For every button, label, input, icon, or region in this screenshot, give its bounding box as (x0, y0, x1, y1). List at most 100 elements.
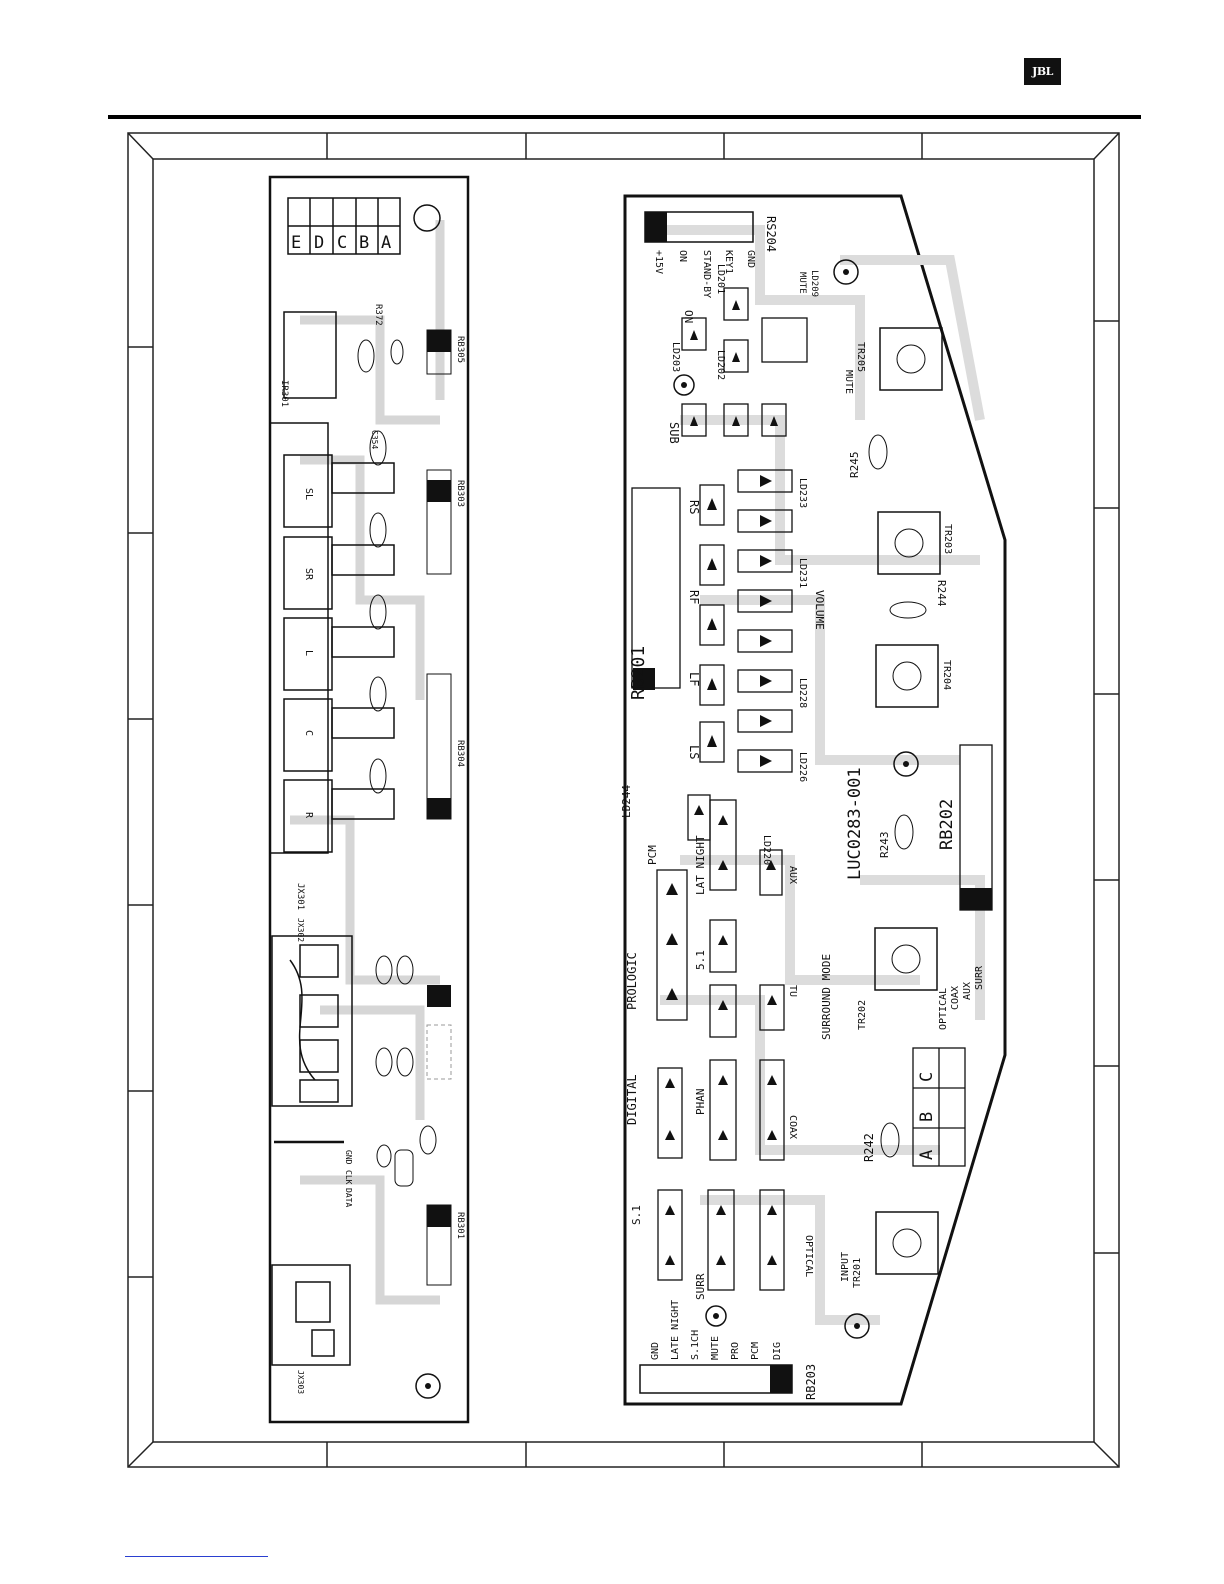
jx303-block (271, 1264, 351, 1366)
pot-tr203 (877, 511, 941, 575)
grid-label-e: E (291, 233, 301, 253)
ld201-label: LD201 (715, 264, 726, 294)
abc-grid (912, 1047, 966, 1167)
grid-label-d: D (314, 233, 324, 253)
ld209-label: LD209 (809, 270, 819, 297)
led-group-top (681, 287, 808, 437)
surr-label: SURR (694, 1273, 707, 1300)
r242-label: R242 (862, 1133, 876, 1162)
rb304-label: RB304 (455, 740, 465, 767)
rb307-pin1 (427, 985, 451, 1007)
phan-label: PHAN (694, 1089, 707, 1116)
grid-label-c: C (337, 233, 347, 253)
r245-label: R245 (848, 452, 861, 479)
board-id: LUC0283-001 (845, 767, 865, 880)
c353-label: C354 (370, 430, 379, 449)
hole-center (854, 1323, 860, 1329)
pcm-label: PCM (646, 845, 659, 865)
pin-gnd: GND (344, 1150, 353, 1165)
51-label: 5.1 (694, 950, 707, 970)
jack-sr: SR (303, 568, 314, 581)
rb203-mute: MUTE (710, 1336, 721, 1360)
hole-center (713, 1313, 719, 1319)
resistor-r244 (889, 601, 927, 619)
pin-clk: CLK (344, 1170, 353, 1185)
mode-optical: OPTICAL (938, 988, 949, 1030)
jack-sl: SL (303, 488, 314, 500)
ld244-label: LD244 (620, 785, 633, 818)
pin-key1: KEY1 (723, 250, 734, 274)
rb303-label: RB303 (455, 480, 465, 507)
r372-label: R372 (373, 304, 383, 326)
pot-tr204 (875, 644, 939, 708)
pot-knob (894, 528, 924, 558)
abc-b: B (917, 1112, 937, 1122)
jx303-label: JX303 (296, 1370, 305, 1394)
rb301-label: RB301 (455, 1212, 465, 1239)
input-label: INPUT (840, 1252, 851, 1282)
surround-mode-label: SURROUND MODE (820, 954, 833, 1040)
tr203-label: TR203 (942, 524, 953, 554)
pin-standby: STAND-BY (701, 250, 712, 298)
mount-hole-top (833, 259, 859, 285)
rb303-connector (426, 469, 452, 575)
ir301-label: IR301 (279, 380, 289, 407)
rb203-s1ch: S.1CH (690, 1330, 701, 1360)
rb305-label: RB305 (455, 336, 465, 363)
grid-label-b: B (359, 233, 369, 253)
coupling-caps (369, 430, 387, 794)
rb201-pin1 (633, 668, 655, 690)
pin-data: DATA (344, 1188, 353, 1207)
coax-label: COAX (787, 1115, 798, 1139)
mount-hole-mid (893, 751, 919, 777)
rb305-pin1 (427, 330, 451, 352)
resistor-r243 (894, 814, 914, 850)
rb301-connector (426, 1204, 452, 1286)
drawing-frame (127, 132, 1120, 1468)
rs-label: RS (687, 500, 701, 514)
ld203-label: LD203 (670, 342, 681, 372)
tr205-label: TR205 (855, 342, 866, 372)
header-rule (108, 115, 1141, 119)
rs204-pin1 (645, 212, 667, 242)
optical-label: OPTICAL (803, 1235, 814, 1277)
rb203-late-night: LATE NIGHT (670, 1300, 681, 1360)
rb203-dig: DIG (772, 1342, 783, 1360)
pot-tr205 (879, 327, 943, 391)
ls-label: LS (687, 745, 701, 759)
rb203-pcm: PCM (750, 1342, 761, 1360)
ld226-label: LD226 (797, 752, 808, 782)
pot-knob (892, 1228, 922, 1258)
volume-leds (737, 469, 793, 773)
pin-15v: +15V (653, 250, 664, 274)
rb202-pin1 (960, 888, 992, 910)
ld231-label: LD231 (797, 558, 808, 588)
pin-on: ON (677, 250, 688, 262)
resistor-r372 (390, 339, 404, 365)
digital-label: DIGITAL (625, 1074, 639, 1125)
pot-knob (891, 944, 921, 974)
pin-gnd: GND (745, 250, 756, 268)
jack-blocks (269, 422, 395, 854)
rb301-pin1 (427, 1205, 451, 1227)
tr204-label: TR204 (941, 660, 952, 690)
rb303-pin1 (427, 480, 451, 502)
rf-label: RF (687, 590, 701, 604)
rb307-outline (426, 1024, 452, 1080)
footer-link-underline (125, 1556, 268, 1557)
mode-surr: SURR (974, 965, 985, 990)
left-board: E D C B A IR301 R372 RB305 SL SR (268, 175, 470, 1424)
aux-label: AUX (787, 866, 798, 884)
rb203-pro: PRO (730, 1342, 741, 1360)
led-diode-symbols (690, 300, 778, 426)
abc-c: C (917, 1072, 937, 1082)
hole-center (843, 269, 849, 275)
capacitor (357, 339, 375, 373)
jx301-label: JX301 (295, 883, 305, 910)
ld220-label: LD220 (761, 835, 772, 865)
coil-and-caps (376, 1125, 437, 1187)
ld202-label: LD202 (715, 350, 726, 380)
tr202-label: TR202 (857, 1000, 868, 1030)
r244-label: R244 (935, 580, 948, 607)
s1-label: S.1 (630, 1205, 643, 1225)
